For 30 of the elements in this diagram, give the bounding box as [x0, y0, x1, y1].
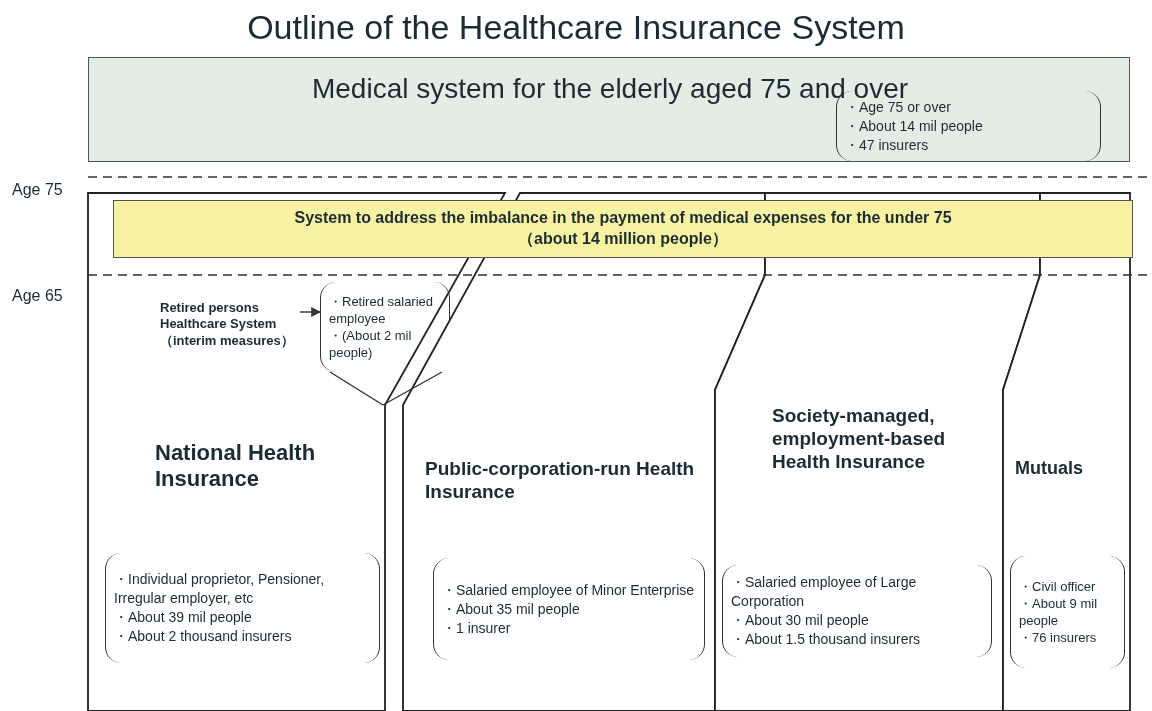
- bullet-text: ・About 9 mil people: [1019, 595, 1099, 629]
- bullet-text: ・Salaried employee of Minor Enterprise: [442, 580, 696, 600]
- heading-text: National Health Insurance: [155, 440, 317, 493]
- heading-text: Public-corporation-run Health Insurance: [425, 458, 696, 504]
- bullet-text: ・About 35 mil people: [442, 599, 581, 619]
- bullet-text: ・Salaried employee of Large Corporation: [731, 573, 918, 611]
- bullet-text: ・About 30 mil people: [731, 611, 870, 630]
- bullet-text: ・About 1.5 thousand insurers: [731, 630, 922, 649]
- annotation-text: Retired persons Healthcare System（interim measures）: [160, 300, 300, 372]
- title: Outline of the Healthcare Insurance System: [246, 8, 906, 47]
- bullet-text: ・1 insurer: [442, 618, 512, 638]
- bullet-text: ・About 14 mil people: [845, 116, 984, 136]
- arrow: [299, 307, 321, 317]
- bullet-text: ・Retired salaried employee: [329, 293, 435, 327]
- bullet-text: ・(About 2 mil people): [329, 327, 413, 361]
- heading-text: Society-managed, employment-based Health Insurance: [772, 405, 947, 474]
- bullet-text: ・Individual proprietor, Pensioner, Irregular employer, etc: [114, 570, 326, 608]
- bullet-text: ・About 39 mil people: [114, 608, 253, 627]
- axis-label: Age 75: [12, 181, 63, 199]
- bullet-text: ・About 2 thousand insurers: [114, 627, 293, 646]
- bullet-text: ・76 insurers: [1019, 629, 1098, 646]
- bullet-text: ・Age 75 or over: [845, 98, 952, 117]
- bullet-text: ・47 insurers: [845, 135, 930, 155]
- banner-text: （about 14 million people）: [517, 229, 729, 249]
- banner-box: [113, 200, 1133, 258]
- bullet-text: ・Civil officer: [1019, 578, 1097, 595]
- banner-text: System to address the imbalance in the payment of medical expenses for the under 75: [293, 208, 953, 229]
- heading-text: Mutuals: [1015, 458, 1084, 480]
- axis-label: Age 65: [12, 287, 63, 305]
- system-panel: [88, 57, 1130, 162]
